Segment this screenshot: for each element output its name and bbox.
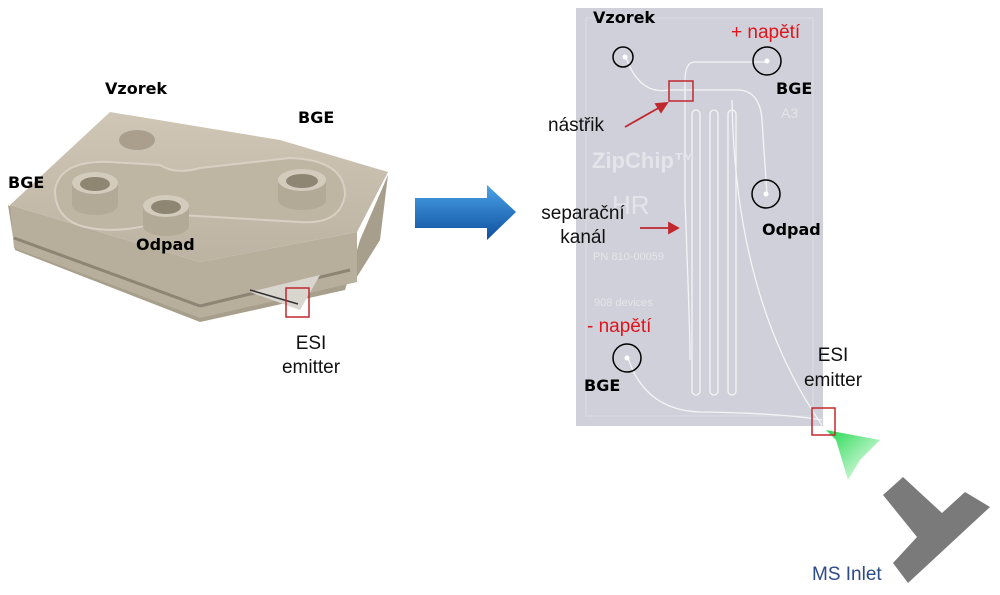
- device-label-sample: Vzorek: [105, 79, 168, 98]
- injection-highlight: [668, 80, 694, 102]
- chip-label-separation-1: separační: [541, 203, 625, 224]
- chip-label-minus-voltage: - napětí: [587, 316, 652, 337]
- chip-watermark-code: A3: [781, 105, 799, 121]
- chip-label-emitter: emitter: [803, 370, 863, 391]
- port-bge-bottom: [612, 343, 642, 373]
- chip-esi-highlight: [811, 407, 836, 436]
- device-label-bge-right: BGE: [298, 108, 335, 127]
- chip-label-bge-bottom: BGE: [584, 376, 621, 395]
- chip-watermark-maker: 908 devices: [594, 297, 653, 309]
- chip-label-plus-voltage: + napětí: [731, 22, 801, 43]
- port-waste: [143, 195, 189, 236]
- chip-watermark-model: HR: [612, 190, 650, 220]
- device-label-emitter: emitter: [281, 357, 341, 378]
- port-sample: [612, 46, 634, 68]
- port-bge-left: [72, 172, 118, 215]
- chip-label-separation-2: kanál: [560, 227, 606, 248]
- ms-inlet-label: MS Inlet: [812, 564, 882, 585]
- chip-watermark-brand: ZipChip™: [592, 148, 696, 173]
- ms-inlet-shape: [883, 477, 990, 583]
- zipchip-device-3d: [8, 112, 388, 322]
- port-waste-chip: [751, 179, 781, 209]
- port-bge-right: [278, 169, 326, 210]
- chip-label-bge-top: BGE: [776, 79, 813, 98]
- chip-watermark-part: PN 810-00059: [593, 251, 664, 263]
- esi-emitter-highlight: [285, 287, 310, 318]
- chip-label-injection: nástřik: [548, 115, 604, 136]
- transition-arrow: [415, 185, 516, 240]
- device-label-esi: ESI: [295, 333, 327, 354]
- injection-pointer-arrow: [624, 105, 663, 128]
- device-label-bge-left: BGE: [8, 173, 45, 192]
- device-label-waste: Odpad: [136, 235, 195, 254]
- esi-spray: [826, 430, 880, 480]
- port-bge-top: [752, 46, 782, 76]
- chip-layout: [576, 8, 880, 480]
- chip-label-waste: Odpad: [762, 220, 821, 239]
- chip-label-esi: ESI: [817, 345, 849, 366]
- chip-label-sample: Vzorek: [593, 8, 656, 27]
